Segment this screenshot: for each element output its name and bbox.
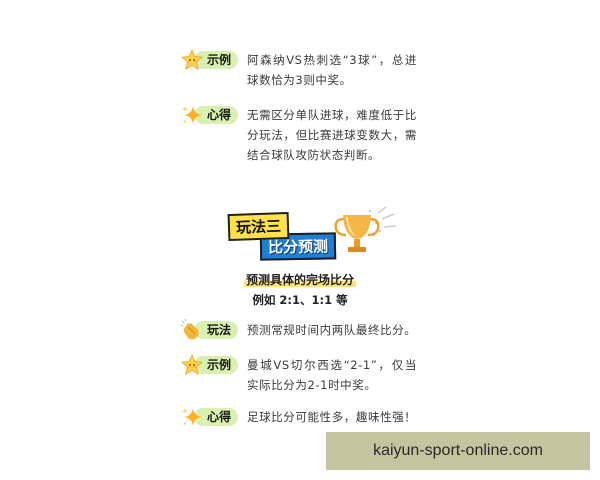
- trophy-icon: [334, 206, 397, 252]
- section-example-line: 例如 2:1、1:1 等: [252, 293, 348, 307]
- star-face-icon: [181, 48, 203, 70]
- sparkle-icon: [182, 408, 202, 426]
- clapping-hands-icon: [180, 318, 199, 340]
- example-text: 曼城VS切尔西选“2-1”，仅当实际比分为2-1时中奖。: [247, 358, 417, 392]
- badge-label: 示例: [194, 51, 239, 69]
- tip-text: 无需区分单队进球，难度低于比分玩法，但比赛进球变数大，需结合球队攻防状态判断。: [247, 108, 417, 162]
- badge-label: 玩法: [194, 321, 239, 339]
- example-text: 阿森纳VS热刺选“3球”，总进球数恰为3则中奖。: [247, 53, 417, 87]
- tip-text: 足球比分可能性多，趣味性强！: [247, 410, 417, 424]
- watermark-text: kaiyun-sport-online.com: [373, 442, 543, 459]
- badge-label: 示例: [194, 356, 239, 374]
- sparkle-icon: [182, 106, 202, 124]
- badge-label: 心得: [194, 408, 239, 426]
- example-badge: 示例: [180, 48, 239, 70]
- tip-badge: 心得: [180, 103, 239, 125]
- badge-label: 心得: [194, 106, 239, 124]
- section-subtitle: 预测具体的完场比分: [0, 271, 600, 288]
- section-subtitle-text: 预测具体的完场比分: [243, 273, 356, 287]
- watermark-banner: kaiyun-sport-online.com: [326, 432, 590, 470]
- example-badge: 示例: [180, 353, 239, 375]
- star-face-icon: [181, 353, 203, 375]
- section-header-score-prediction: 玩法三 比分预测: [220, 205, 410, 261]
- play-badge: 玩法: [180, 318, 239, 340]
- tip-badge: 心得: [180, 405, 239, 427]
- play-text: 预测常规时间内两队最终比分。: [247, 323, 417, 337]
- section-tag-number: 玩法三: [227, 211, 290, 242]
